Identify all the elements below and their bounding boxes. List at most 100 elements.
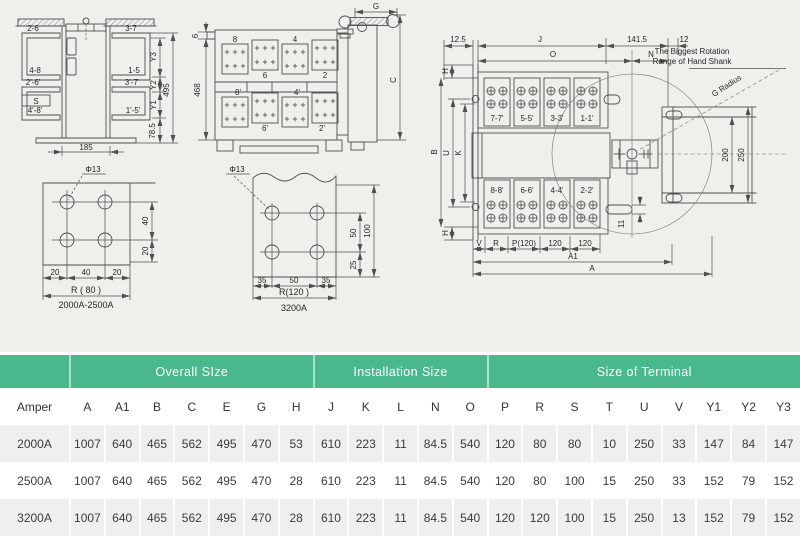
dim-35h-right: 35 bbox=[322, 276, 331, 285]
dim-y2: Y2 bbox=[149, 80, 158, 90]
cell: 250 bbox=[625, 425, 661, 462]
terminal-label-4p-8p: 4'-8' bbox=[28, 106, 43, 115]
dim-12-5: 12.5 bbox=[450, 35, 466, 44]
table-row-3200a: 3200A 1007 640 465 562 495 470 28 610 22… bbox=[0, 499, 800, 536]
cell: 152 bbox=[695, 462, 730, 499]
group-header-terminal: Size of Terminal bbox=[486, 355, 800, 388]
cell: 540 bbox=[451, 499, 487, 536]
column-header: C bbox=[173, 388, 209, 425]
dim-a1: A1 bbox=[568, 252, 578, 261]
cell: 223 bbox=[347, 462, 382, 499]
side-view-structure bbox=[15, 17, 157, 144]
dim-h-top: H bbox=[441, 68, 450, 74]
cell: 11 bbox=[382, 499, 417, 536]
cell: 610 bbox=[312, 462, 348, 499]
cell: 1007 bbox=[69, 425, 104, 462]
plate-2000a-caption: 2000A-2500A bbox=[58, 300, 113, 310]
cell: 152 bbox=[764, 462, 800, 499]
cell: 465 bbox=[138, 425, 174, 462]
dim-20h-left: 20 bbox=[51, 268, 60, 277]
cell: 10 bbox=[590, 425, 626, 462]
cell: 470 bbox=[242, 425, 278, 462]
terminal-label-3-7: 3-7 bbox=[125, 24, 137, 33]
cell: 28 bbox=[277, 499, 313, 536]
cell: 250 bbox=[625, 499, 661, 536]
dim-phi13-a: Φ13 bbox=[85, 165, 101, 174]
column-header: Y2 bbox=[730, 388, 765, 425]
front-view-terminal-blocks bbox=[221, 39, 339, 128]
group-header-empty bbox=[0, 355, 69, 388]
side-view-dimensions bbox=[48, 32, 178, 156]
side-view-brackets bbox=[21, 32, 151, 121]
dim-p120: P(120) bbox=[512, 239, 536, 248]
dim-r80: R ( 80 ) bbox=[71, 285, 101, 295]
terminal-label-8p: 8' bbox=[235, 88, 241, 97]
dim-12: 12 bbox=[680, 35, 689, 44]
dim-g: G bbox=[373, 2, 379, 11]
terminal-label-2p-6p: 2'-6' bbox=[26, 78, 41, 87]
cell: 11 bbox=[382, 462, 417, 499]
side-view-drawing: 2-6 4-8 2'-6' S 4'-8' 3-7 1-5 3'-7' 1'-5… bbox=[15, 17, 178, 156]
top-view-dimensions bbox=[438, 38, 786, 277]
dim-n: N bbox=[648, 50, 654, 59]
column-header: H bbox=[277, 388, 313, 425]
dim-y1: Y1 bbox=[149, 100, 158, 110]
dim-141-5: 141.5 bbox=[627, 35, 648, 44]
dim-h-bottom: H bbox=[441, 230, 450, 236]
terminal-label-2-2p: 2-2' bbox=[580, 186, 594, 195]
cell: 495 bbox=[208, 462, 243, 499]
cell: 147 bbox=[695, 425, 730, 462]
dim-50h: 50 bbox=[290, 276, 299, 285]
cell: 495 bbox=[208, 499, 243, 536]
dim-468: 468 bbox=[193, 83, 202, 97]
dim-495: 495 bbox=[162, 83, 171, 97]
terminal-label-2: 2 bbox=[323, 71, 328, 80]
plate-3200a-dimensions bbox=[226, 173, 380, 301]
terminal-label-4p: 4' bbox=[294, 88, 300, 97]
cell: 562 bbox=[173, 425, 208, 462]
cell: 120 bbox=[486, 499, 522, 536]
cell: 28 bbox=[277, 462, 313, 499]
column-header: B bbox=[138, 388, 174, 425]
dim-200: 200 bbox=[721, 148, 730, 162]
drill-plate-2000a: Φ13 40 20 20 40 20 R ( 80 ) 2000A-2500A bbox=[42, 165, 158, 310]
cell: 250 bbox=[625, 462, 661, 499]
dim-25v: 25 bbox=[349, 260, 358, 269]
dim-r: R bbox=[493, 239, 499, 248]
front-view-dimensions bbox=[198, 8, 406, 141]
terminal-label-5-5p: 5-5' bbox=[520, 114, 534, 123]
dim-78-5: 78.5 bbox=[148, 123, 157, 139]
dim-k: K bbox=[454, 150, 463, 156]
terminal-label-6-6p: 6-6' bbox=[520, 186, 534, 195]
column-header: S bbox=[556, 388, 591, 425]
dim-40h: 40 bbox=[82, 268, 91, 277]
column-header-amper: Amper bbox=[0, 388, 69, 425]
dim-120-1: 120 bbox=[548, 239, 562, 248]
front-view-structure bbox=[206, 14, 400, 154]
dim-100v: 100 bbox=[363, 224, 372, 238]
dim-6: 6 bbox=[191, 33, 200, 38]
cell: 80 bbox=[521, 425, 556, 462]
cell: 495 bbox=[208, 425, 243, 462]
row-amper: 2500A bbox=[17, 473, 52, 488]
technical-drawings: 2-6 4-8 2'-6' S 4'-8' 3-7 1-5 3'-7' 1'-5… bbox=[0, 0, 800, 352]
dim-c: C bbox=[389, 77, 398, 83]
cell: 640 bbox=[103, 499, 139, 536]
dim-phi13-b: Φ13 bbox=[229, 165, 245, 174]
group-header-installation: Installation Size bbox=[312, 355, 487, 388]
cell: 80 bbox=[521, 462, 556, 499]
dim-120-2: 120 bbox=[578, 239, 592, 248]
terminal-label-4: 4 bbox=[293, 35, 298, 44]
table-row-2500a: 2500A 1007 640 465 562 495 470 28 610 22… bbox=[0, 462, 800, 499]
cell: 84.5 bbox=[416, 425, 452, 462]
column-header: L bbox=[382, 388, 417, 425]
terminal-label-2-6: 2-6 bbox=[27, 24, 39, 33]
cell: 610 bbox=[312, 425, 348, 462]
group-header-row: Overall SIze Installation Size Size of T… bbox=[0, 355, 800, 388]
column-header: V bbox=[660, 388, 696, 425]
cell: 120 bbox=[521, 499, 556, 536]
dim-o: O bbox=[550, 50, 556, 59]
group-header-overall: Overall SIze bbox=[69, 355, 313, 388]
cell: 562 bbox=[173, 499, 208, 536]
